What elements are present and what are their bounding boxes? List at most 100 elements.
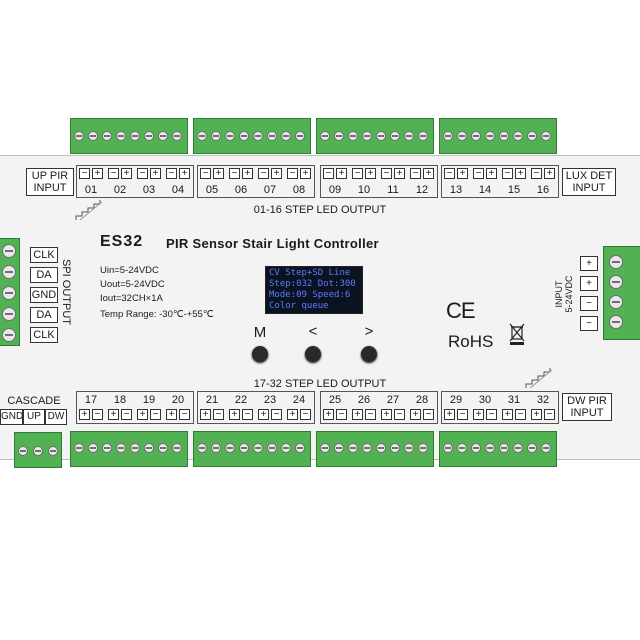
terminal-screw[interactable]	[334, 131, 344, 141]
terminal-screw[interactable]	[320, 443, 330, 453]
polarity-minus: −	[336, 409, 347, 420]
polarity-minus: −	[486, 409, 497, 420]
terminal-screw[interactable]	[457, 131, 467, 141]
terminal-screw[interactable]	[48, 446, 58, 456]
terminal-screw[interactable]	[404, 443, 414, 453]
terminal-screw[interactable]	[225, 131, 235, 141]
terminal-screw[interactable]	[2, 307, 16, 321]
polarity-minus: −	[515, 409, 526, 420]
terminal-screw[interactable]	[172, 131, 182, 141]
terminal-screw[interactable]	[404, 131, 414, 141]
polarity-plus: +	[92, 168, 103, 179]
terminal-screw[interactable]	[102, 131, 112, 141]
terminal-screw[interactable]	[418, 131, 428, 141]
terminal-screw[interactable]	[211, 131, 221, 141]
power-pin-minus: −	[580, 316, 598, 331]
polarity-plus: +	[242, 168, 253, 179]
terminal-screw[interactable]	[144, 131, 154, 141]
terminal-screw[interactable]	[144, 443, 154, 453]
terminal-screw[interactable]	[390, 131, 400, 141]
terminal-screw[interactable]	[499, 443, 509, 453]
terminal-screw[interactable]	[158, 443, 168, 453]
terminal-screw[interactable]	[471, 443, 481, 453]
polarity-minus: −	[410, 168, 421, 179]
terminal-screw[interactable]	[443, 131, 453, 141]
model-name: ES32	[100, 233, 144, 250]
terminal-screw[interactable]	[197, 443, 207, 453]
polarity-minus: −	[79, 168, 90, 179]
terminal-screw[interactable]	[2, 265, 16, 279]
terminal-screw[interactable]	[362, 443, 372, 453]
terminal-screw[interactable]	[471, 131, 481, 141]
terminal-screw[interactable]	[74, 131, 84, 141]
terminal-screw[interactable]	[485, 443, 495, 453]
terminal-screw[interactable]	[348, 131, 358, 141]
terminal-screw[interactable]	[418, 443, 428, 453]
terminal-screw[interactable]	[334, 443, 344, 453]
polarity-minus: −	[242, 409, 253, 420]
terminal-screw[interactable]	[457, 443, 467, 453]
polarity-plus: +	[79, 409, 90, 420]
terminal-screw[interactable]	[513, 443, 523, 453]
terminal-screw[interactable]	[116, 443, 126, 453]
polarity-minus: −	[381, 168, 392, 179]
terminal-screw[interactable]	[2, 286, 16, 300]
terminal-screw[interactable]	[541, 443, 551, 453]
terminal-screw[interactable]	[295, 443, 305, 453]
terminal-screw[interactable]	[18, 446, 28, 456]
terminal-screw[interactable]	[130, 131, 140, 141]
terminal-screw[interactable]	[541, 131, 551, 141]
terminal-screw[interactable]	[33, 446, 43, 456]
terminal-screw[interactable]	[225, 443, 235, 453]
terminal-screw[interactable]	[376, 443, 386, 453]
polarity-minus: −	[394, 409, 405, 420]
terminal-screw[interactable]	[239, 131, 249, 141]
terminal-screw[interactable]	[253, 131, 263, 141]
terminal-screw[interactable]	[267, 443, 277, 453]
terminal-screw[interactable]	[211, 443, 221, 453]
prev-button[interactable]	[305, 346, 321, 362]
terminal-screw[interactable]	[609, 275, 623, 289]
channel-number: 26	[357, 394, 371, 406]
mode-button[interactable]	[252, 346, 268, 362]
next-button[interactable]	[361, 346, 377, 362]
channel-number: 08	[292, 184, 306, 196]
terminal-screw[interactable]	[2, 328, 16, 342]
terminal-screw[interactable]	[267, 131, 277, 141]
terminal-screw[interactable]	[609, 295, 623, 309]
ce-mark: CE	[446, 298, 476, 323]
terminal-screw[interactable]	[348, 443, 358, 453]
polarity-plus: +	[381, 409, 392, 420]
polarity-minus: −	[258, 168, 269, 179]
terminal-screw[interactable]	[116, 131, 126, 141]
terminal-screw[interactable]	[390, 443, 400, 453]
terminal-screw[interactable]	[281, 131, 291, 141]
terminal-screw[interactable]	[197, 131, 207, 141]
terminal-screw[interactable]	[443, 443, 453, 453]
terminal-screw[interactable]	[527, 131, 537, 141]
polarity-plus: +	[515, 168, 526, 179]
terminal-screw[interactable]	[320, 131, 330, 141]
terminal-screw[interactable]	[499, 131, 509, 141]
channel-group-frame	[441, 391, 559, 424]
terminal-screw[interactable]	[172, 443, 182, 453]
terminal-screw[interactable]	[88, 443, 98, 453]
terminal-screw[interactable]	[239, 443, 249, 453]
channel-number: 23	[263, 394, 277, 406]
terminal-screw[interactable]	[527, 443, 537, 453]
terminal-screw[interactable]	[609, 255, 623, 269]
terminal-screw[interactable]	[74, 443, 84, 453]
terminal-screw[interactable]	[513, 131, 523, 141]
terminal-screw[interactable]	[130, 443, 140, 453]
terminal-screw[interactable]	[102, 443, 112, 453]
terminal-screw[interactable]	[158, 131, 168, 141]
terminal-screw[interactable]	[295, 131, 305, 141]
terminal-screw[interactable]	[376, 131, 386, 141]
terminal-screw[interactable]	[253, 443, 263, 453]
terminal-screw[interactable]	[609, 315, 623, 329]
terminal-screw[interactable]	[2, 244, 16, 258]
terminal-screw[interactable]	[485, 131, 495, 141]
terminal-screw[interactable]	[88, 131, 98, 141]
terminal-screw[interactable]	[281, 443, 291, 453]
terminal-screw[interactable]	[362, 131, 372, 141]
